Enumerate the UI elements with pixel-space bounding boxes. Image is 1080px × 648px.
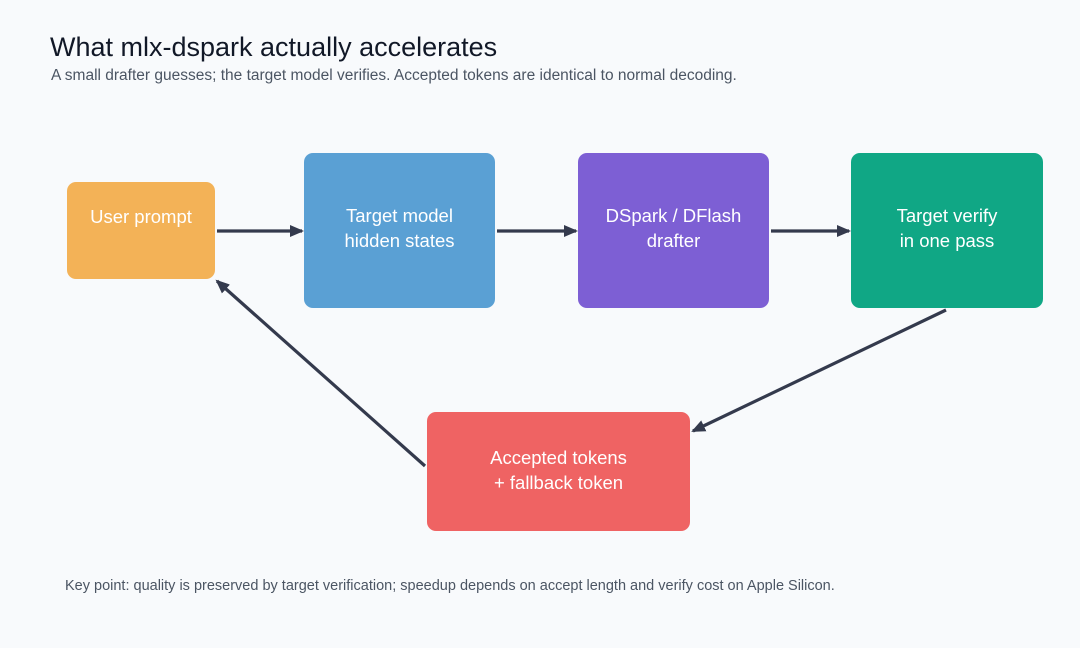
arrow-accepted-to-prompt [215,279,427,468]
page-title: What mlx-dspark actually accelerates [50,32,498,62]
page-subtitle: A small drafter guesses; the target mode… [51,67,737,84]
node-target-verify: Target verify in one pass [851,153,1043,308]
node-drafter: DSpark / DFlash drafter [578,153,769,308]
arrow-verify-to-accepted [691,308,947,433]
node-target-verify-label-2: in one pass [899,230,995,251]
node-user-prompt-label: User prompt [90,206,192,227]
node-target-model-label-2: hidden states [344,230,455,251]
node-drafter-label-2: drafter [646,230,701,251]
node-target-model: Target model hidden states [304,153,495,308]
node-user-prompt: User prompt [67,182,215,279]
node-target-verify-label-1: Target verify [896,205,998,226]
node-target-model-label-1: Target model [346,205,453,226]
footnote: Key point: quality is preserved by targe… [65,578,835,594]
node-drafter-label-1: DSpark / DFlash [605,205,742,226]
node-accepted-tokens-label-1: Accepted tokens [490,447,627,468]
node-accepted-tokens-label-2: + fallback token [493,472,624,493]
node-accepted-tokens: Accepted tokens + fallback token [427,412,690,531]
